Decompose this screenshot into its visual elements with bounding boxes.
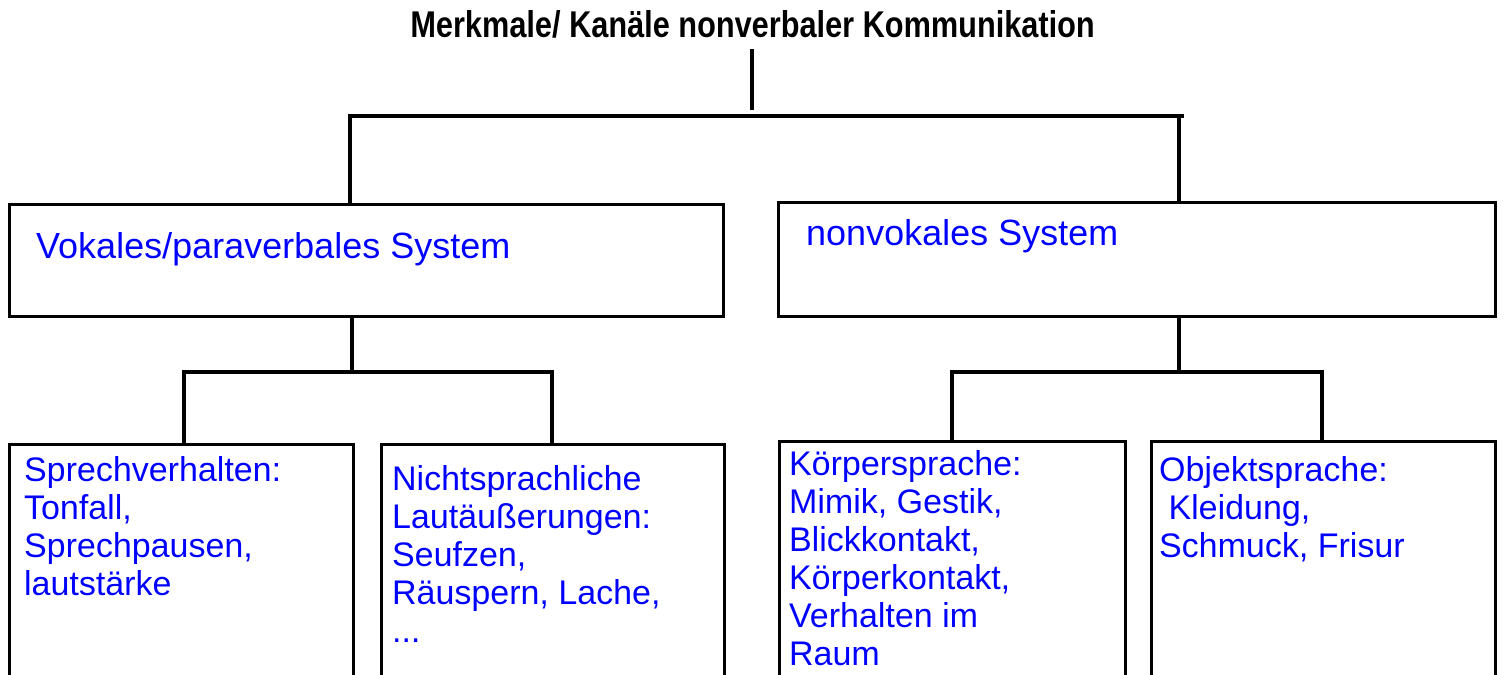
connector-root-stem xyxy=(750,49,754,110)
node-objektsprache: Objektsprache: Kleidung, Schmuck, Frisur xyxy=(1150,440,1497,675)
connector-top-horizontal xyxy=(348,114,1184,118)
connector-drop-leaf4 xyxy=(1320,370,1324,441)
node-label: Sprechverhalten: Tonfall, Sprechpausen, … xyxy=(24,451,282,603)
node-sprechverhalten: Sprechverhalten: Tonfall, Sprechpausen, … xyxy=(8,443,355,675)
node-label: nonvokales System xyxy=(806,212,1119,253)
node-vokales-paraverbales-system: Vokales/paraverbales System xyxy=(8,203,725,318)
connector-right-stem xyxy=(1177,317,1181,373)
connector-drop-left xyxy=(348,114,352,204)
node-label: Vokales/paraverbales System xyxy=(36,225,511,266)
node-label: Nichtsprachliche Lautäußerungen: Seufzen… xyxy=(392,460,661,650)
connector-drop-leaf3 xyxy=(950,370,954,441)
node-label: Körpersprache: Mimik, Gestik, Blickkonta… xyxy=(789,445,1022,673)
diagram-title: Merkmale/ Kanäle nonverbaler Kommunikati… xyxy=(410,4,1095,45)
connector-drop-leaf2 xyxy=(550,370,554,444)
node-label: Objektsprache: Kleidung, Schmuck, Frisur xyxy=(1159,451,1405,565)
connector-drop-leaf1 xyxy=(182,370,186,444)
node-nonvokales-system: nonvokales System xyxy=(777,201,1497,318)
connector-left-stem xyxy=(350,317,354,373)
connector-right-horizontal xyxy=(950,370,1324,374)
node-koerpersprache: Körpersprache: Mimik, Gestik, Blickkonta… xyxy=(778,440,1127,675)
connector-left-horizontal xyxy=(182,370,554,374)
node-nichtsprachliche-lautaeusserungen: Nichtsprachliche Lautäußerungen: Seufzen… xyxy=(380,443,726,675)
connector-drop-right xyxy=(1177,114,1181,202)
